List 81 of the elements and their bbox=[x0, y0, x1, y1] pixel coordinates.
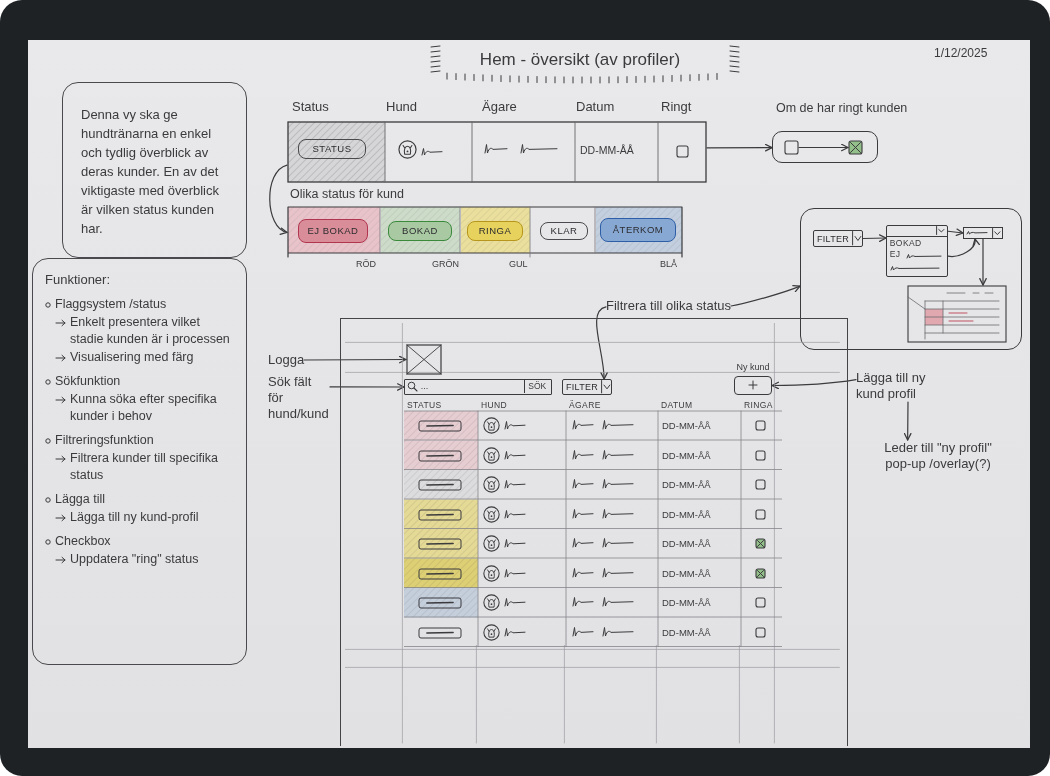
search-button: SÖK bbox=[523, 380, 550, 393]
date-text: DD-MM-ÅÅ bbox=[662, 567, 711, 580]
list-item-text: Kunna söka efter specifika kunder i behov bbox=[70, 391, 218, 425]
column-header: Ägare bbox=[482, 99, 517, 115]
arrow bbox=[798, 143, 849, 152]
list-item-text: Lägga till bbox=[55, 491, 106, 508]
date-text: DD-MM-ÅÅ bbox=[662, 508, 711, 521]
note-card bbox=[62, 82, 247, 258]
list-item-text: Filtrera kunder till specifika status bbox=[70, 450, 219, 484]
box-heading: Om de har ringt kunden bbox=[776, 101, 908, 115]
checkbox-icon bbox=[784, 140, 799, 155]
column-header: ÄGARE bbox=[569, 400, 601, 411]
status-pill: BOKAD bbox=[388, 221, 452, 241]
date-text: DD-MM-ÅÅ bbox=[662, 420, 711, 432]
arrow bbox=[862, 234, 887, 242]
arrow bbox=[730, 284, 801, 307]
filter-button: FILTER bbox=[813, 230, 864, 247]
list-item-text: Filtreringsfunktion bbox=[55, 432, 154, 449]
sketch-panel bbox=[800, 208, 1022, 350]
checked-checkbox-icon bbox=[848, 140, 863, 155]
arrow bbox=[303, 355, 407, 364]
annotation-text: Filtrera till olika status bbox=[606, 298, 731, 314]
list-item-text: Lägga till ny kund-profil bbox=[70, 509, 199, 526]
annotation-text: Leder till "ny profil" pop-up /overlay(?) bbox=[872, 440, 1004, 472]
color-label: RÖD bbox=[356, 259, 376, 270]
column-header: RINGA bbox=[744, 400, 773, 411]
status-pill: STATUS bbox=[298, 139, 366, 159]
status-pill: RINGA bbox=[467, 221, 523, 241]
arrow bbox=[903, 401, 912, 441]
search-field bbox=[404, 379, 552, 395]
section-heading: Olika status för kund bbox=[290, 186, 404, 202]
arrow bbox=[706, 143, 773, 152]
placeholder-text: ... bbox=[420, 380, 429, 392]
image-placeholder-icon bbox=[406, 344, 442, 375]
date-text: DD-MM-ÅÅ bbox=[662, 479, 711, 491]
date-text: DD-MM-ÅÅ bbox=[662, 626, 711, 639]
arrow bbox=[596, 306, 608, 380]
description-text: Denna vy ska ge hundtränarna en enkel och tydlig överblick av deras kunder. En av det viktigaste med överblick är vilken status kunden har. bbox=[81, 106, 220, 238]
date-text: DD-MM-ÅÅ bbox=[580, 144, 634, 157]
menu-item: BOKAD bbox=[889, 237, 922, 248]
date-text: DD-MM-ÅÅ bbox=[662, 538, 711, 550]
menu-item: EJ bbox=[889, 248, 901, 259]
list-heading: Funktioner: bbox=[45, 271, 112, 289]
arrow bbox=[329, 383, 405, 391]
color-label: GRÖN bbox=[432, 259, 459, 270]
list-item-text: Flaggsystem /status bbox=[55, 296, 167, 313]
arrow bbox=[269, 164, 288, 234]
status-pill: EJ BOKAD bbox=[298, 219, 368, 243]
page-title: Hem - översikt (av profiler) bbox=[479, 49, 681, 71]
color-label: BLÅ bbox=[660, 259, 677, 270]
list-item-text: Visualisering med färg bbox=[70, 349, 194, 366]
filter-button: FILTER bbox=[562, 379, 613, 395]
column-header: STATUS bbox=[407, 400, 442, 411]
column-header: Ringt bbox=[661, 99, 692, 115]
button-caption: Ny kund bbox=[735, 361, 771, 373]
list-item-text: Uppdatera "ring" status bbox=[70, 551, 199, 568]
date-label: 1/12/2025 bbox=[934, 46, 988, 61]
status-pill: ÅTERKOM bbox=[600, 218, 676, 242]
select-field bbox=[963, 227, 1003, 239]
column-header: DATUM bbox=[661, 400, 693, 411]
status-pill: KLAR bbox=[540, 222, 588, 240]
arrow bbox=[979, 238, 987, 286]
screen-sketch bbox=[907, 285, 1007, 343]
color-label: GUL bbox=[509, 259, 528, 270]
column-header: Status bbox=[292, 99, 329, 115]
date-text: DD-MM-ÅÅ bbox=[662, 449, 711, 462]
arrow bbox=[947, 228, 964, 237]
arrow bbox=[771, 379, 857, 390]
note-card bbox=[32, 258, 247, 665]
annotation-text: Logga bbox=[268, 352, 305, 368]
column-header: Hund bbox=[386, 99, 418, 115]
list-item-text: Checkbox bbox=[55, 533, 111, 550]
annotation-text: Lägga till ny kund profil bbox=[856, 370, 956, 402]
column-header: Datum bbox=[576, 99, 615, 115]
list-item-text: Enkelt presentera vilket stadie kunden är i processen bbox=[70, 314, 231, 348]
arrow bbox=[947, 238, 980, 258]
list-item-text: Sökfunktion bbox=[55, 373, 121, 390]
dropdown-menu bbox=[886, 225, 948, 277]
column-header: HUND bbox=[481, 400, 508, 411]
date-text: DD-MM-ÅÅ bbox=[662, 597, 711, 609]
annotation-text: Sök fält för hund/kund bbox=[268, 374, 330, 422]
